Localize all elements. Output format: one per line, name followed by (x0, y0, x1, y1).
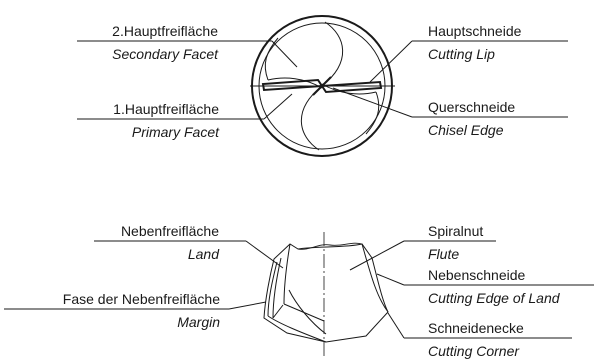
facet-line-c (272, 304, 284, 319)
label-margin-en: Margin (177, 314, 220, 330)
label-chisel-edge-en: Chisel Edge (428, 122, 504, 138)
margin-strip-inner (272, 257, 282, 319)
lower-flute-curve (365, 91, 380, 135)
label-land-de: Nebenfreifläche (121, 223, 219, 239)
callout-margin: Fase der Nebenfreifläche Margin (4, 291, 267, 330)
label-cutting-corner-de: Schneidenecke (428, 320, 524, 336)
land-strip (283, 243, 291, 305)
label-primary-facet-de: 1.Hauptfreifläche (113, 101, 219, 117)
lower-facet-divider (300, 85, 323, 151)
label-cutting-corner-en: Cutting Corner (428, 343, 520, 359)
label-cutting-lip-en: Cutting Lip (428, 46, 495, 62)
drill-end-view (250, 15, 395, 157)
label-secondary-facet-en: Secondary Facet (112, 46, 219, 62)
label-flute-en: Flute (428, 246, 459, 262)
cutting-lip-band-lower (261, 78, 324, 92)
label-margin-de: Fase der Nebenfreifläche (63, 291, 220, 307)
label-primary-facet-en: Primary Facet (132, 124, 220, 140)
drill-tip-outline (263, 243, 389, 343)
callout-cutting-lip: Hauptschneide Cutting Lip (369, 23, 568, 83)
callout-land: Nebenfreifläche Land (94, 223, 284, 269)
drill-side-view (263, 232, 389, 357)
upper-flute-curve (264, 37, 279, 81)
flute-edge (361, 243, 389, 313)
callout-cutting-edge-of-land: Nebenschneide Cutting Edge of Land (376, 267, 594, 306)
label-cutting-edge-of-land-en: Cutting Edge of Land (428, 290, 561, 306)
label-cutting-edge-of-land-de: Nebenschneide (428, 267, 526, 283)
callout-cutting-corner: Schneidenecke Cutting Corner (387, 312, 572, 359)
upper-facet-divider (321, 21, 344, 87)
facet-line-b (267, 315, 327, 343)
facet-line-d (288, 289, 327, 335)
label-secondary-facet-de: 2.Hauptfreifläche (112, 23, 218, 39)
callout-flute: Spiralnut Flute (349, 223, 496, 271)
cutting-lip-band (320, 80, 383, 94)
callout-secondary-facet: 2.Hauptfreifläche Secondary Facet (77, 23, 298, 68)
callout-primary-facet: 1.Hauptfreifläche Primary Facet (77, 93, 293, 140)
top-rough-edge (297, 242, 363, 250)
label-flute-de: Spiralnut (428, 223, 483, 239)
callout-chisel-edge: Querschneide Chisel Edge (332, 87, 568, 138)
label-cutting-lip-de: Hauptschneide (428, 23, 522, 39)
margin-strip-outer (267, 261, 278, 317)
label-land-en: Land (188, 246, 220, 262)
label-chisel-edge-de: Querschneide (428, 99, 515, 115)
